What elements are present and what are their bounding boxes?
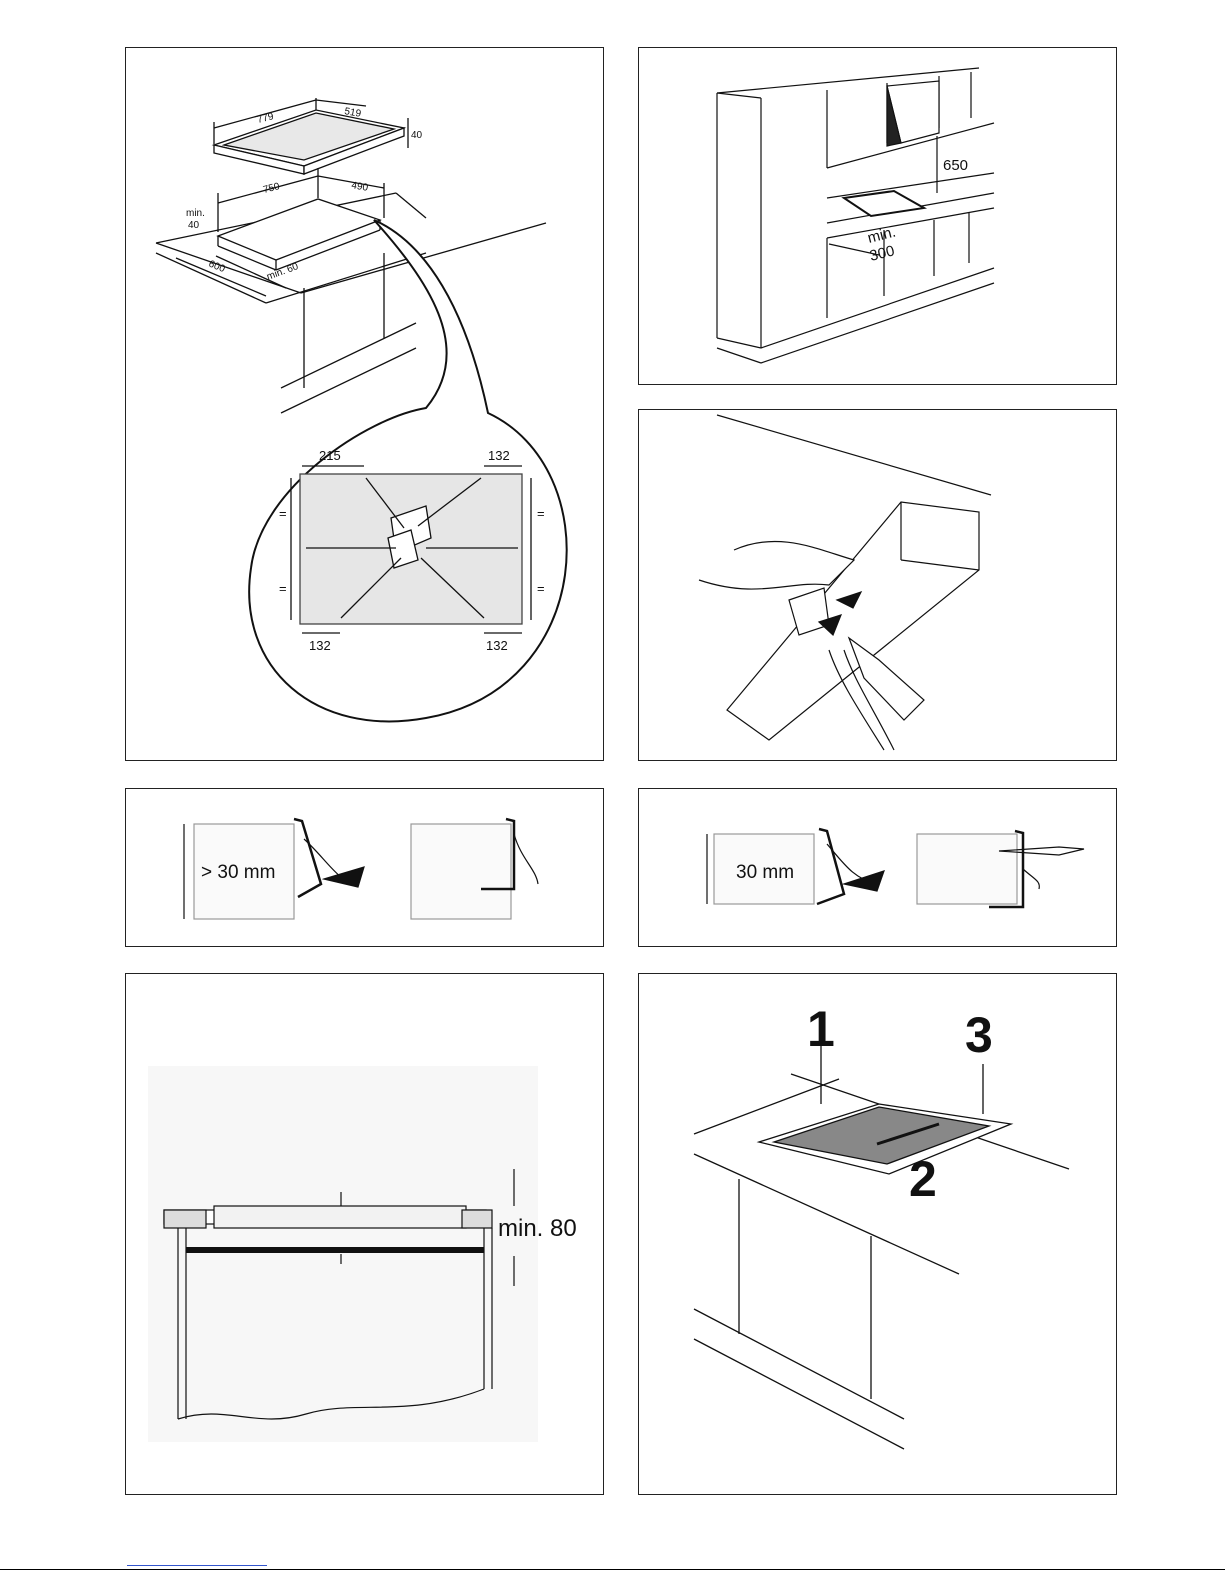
min-value-label: 40 <box>188 220 200 231</box>
footer-link-underline[interactable] <box>127 1565 267 1566</box>
min-front-label: min. 60 <box>265 261 300 283</box>
equal-right-bottom: = <box>537 581 545 596</box>
height-above-label: 650 <box>943 157 968 174</box>
min-gap-drawing: min. 80 <box>126 974 604 1495</box>
min-side-label-line1: min. <box>866 224 898 247</box>
cutout-width-label: 490 <box>350 180 369 194</box>
footer-rule <box>0 1569 1225 1570</box>
bracket-top-left-label: 215 <box>319 448 341 463</box>
panel-thick-worktop: > 30 mm <box>125 788 604 947</box>
bracket-bottom-right-label: 132 <box>486 638 508 653</box>
panel-kitchen-clearance: 650 min. 300 <box>638 47 1117 385</box>
panel-dimensions: 779 519 40 750 490 min. 40 600 min. 60 2… <box>125 47 604 761</box>
step-2-label: 2 <box>909 1151 937 1207</box>
equal-left-bottom: = <box>279 581 287 596</box>
hob-length-label: 779 <box>256 111 275 126</box>
panel-thin-worktop: 30 mm <box>638 788 1117 947</box>
thin-worktop-drawing: 30 mm <box>639 789 1117 947</box>
hob-height-label: 40 <box>411 130 423 141</box>
cutout-length-label: 750 <box>262 181 281 196</box>
panel-bracket-fitting <box>638 409 1117 761</box>
step-1-label: 1 <box>807 1001 835 1057</box>
equal-left-top: = <box>279 506 287 521</box>
bracket-fitting-drawing <box>639 410 1117 761</box>
step-3-label: 3 <box>965 1007 993 1063</box>
equal-right-top: = <box>537 506 545 521</box>
panel-min-gap: min. 80 <box>125 973 604 1495</box>
min-label: min. <box>186 208 205 219</box>
dimensions-drawing: 779 519 40 750 490 min. 40 600 min. 60 2… <box>126 48 604 761</box>
thickness-label: > 30 mm <box>201 862 275 883</box>
panel-installation-steps: 1 2 3 <box>638 973 1117 1495</box>
thickness-label: 30 mm <box>736 862 794 883</box>
bracket-bottom-left-label: 132 <box>309 638 331 653</box>
installation-steps-drawing: 1 2 3 <box>639 974 1117 1495</box>
min-gap-label: min. 80 <box>498 1215 577 1242</box>
kitchen-drawing: 650 min. 300 <box>639 48 1117 385</box>
bracket-top-right-label: 132 <box>488 448 510 463</box>
thick-worktop-drawing: > 30 mm <box>126 789 604 947</box>
